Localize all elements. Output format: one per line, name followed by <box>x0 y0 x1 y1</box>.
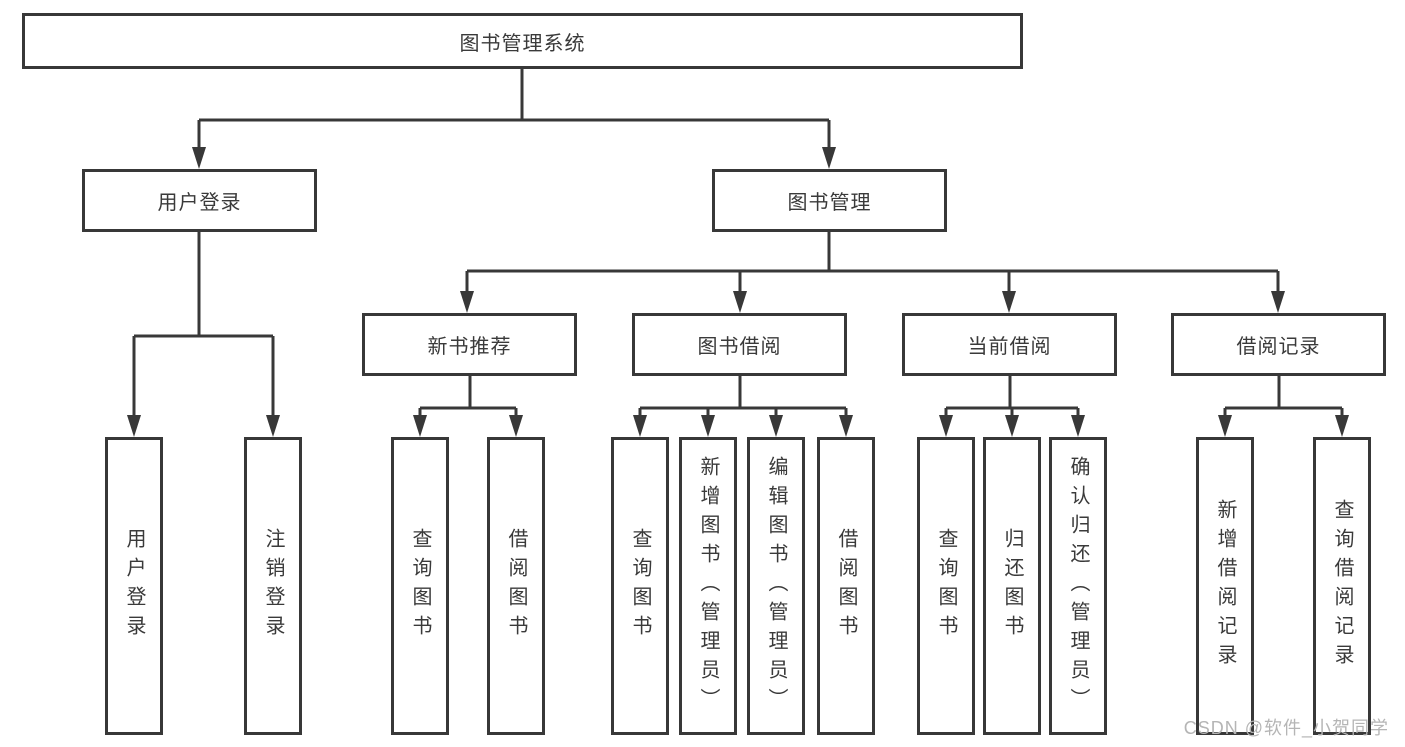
csdn-watermark: CSDN @软件_小贺同学 <box>1183 718 1389 738</box>
arrow-down-icon <box>1005 415 1019 437</box>
node-current-borrow: 当前借阅 <box>902 313 1117 376</box>
leaf-add-books-admin: 新增图书（管理员） <box>679 437 737 735</box>
arrow-down-icon <box>127 415 141 437</box>
arrow-down-icon <box>509 415 523 437</box>
arrow-down-icon <box>1335 415 1349 437</box>
node-label: 查询图书 <box>629 528 651 644</box>
arrow-down-icon <box>839 415 853 437</box>
arrow-down-icon <box>413 415 427 437</box>
node-label: 查询图书 <box>935 528 957 644</box>
node-label: 新增图书（管理员） <box>697 455 719 717</box>
leaf-logout: 注销登录 <box>244 437 302 735</box>
node-label: 借阅图书 <box>835 528 857 644</box>
node-label: 查询借阅记录 <box>1331 499 1353 673</box>
arrow-down-icon <box>1271 291 1285 313</box>
arrow-down-icon <box>1071 415 1085 437</box>
arrow-down-icon <box>733 291 747 313</box>
node-borrow-records: 借阅记录 <box>1171 313 1386 376</box>
node-book-management-module: 图书管理 <box>712 169 947 232</box>
arrow-down-icon <box>192 147 206 169</box>
leaf-query-books: 查询图书 <box>611 437 669 735</box>
node-label: 查询图书 <box>409 528 431 644</box>
leaf-query-borrow-record: 查询借阅记录 <box>1313 437 1371 735</box>
node-label: 注销登录 <box>262 528 284 644</box>
arrow-down-icon <box>1002 291 1016 313</box>
node-label: 新增借阅记录 <box>1214 499 1236 673</box>
arrow-down-icon <box>460 291 474 313</box>
node-label: 图书管理系统 <box>459 32 586 55</box>
leaf-confirm-return-admin: 确认归还（管理员） <box>1049 437 1107 735</box>
arrow-down-icon <box>822 147 836 169</box>
arrow-down-icon <box>1218 415 1232 437</box>
node-new-book-recommend: 新书推荐 <box>362 313 577 376</box>
arrow-down-icon <box>939 415 953 437</box>
node-root: 图书管理系统 <box>22 13 1023 69</box>
leaf-edit-books-admin: 编辑图书（管理员） <box>747 437 805 735</box>
node-label: 用户登录 <box>157 192 242 214</box>
arrow-down-icon <box>633 415 647 437</box>
leaf-query-books-current: 查询图书 <box>917 437 975 735</box>
leaf-user-login: 用户登录 <box>105 437 163 735</box>
node-book-borrow: 图书借阅 <box>632 313 847 376</box>
leaf-query-books-recommend: 查询图书 <box>391 437 449 735</box>
leaf-add-borrow-record: 新增借阅记录 <box>1196 437 1254 735</box>
node-label: 用户登录 <box>123 528 145 644</box>
node-label: 归还图书 <box>1001 528 1023 644</box>
node-label: 确认归还（管理员） <box>1067 455 1089 717</box>
node-label: 图书管理 <box>787 192 872 214</box>
arrow-down-icon <box>266 415 280 437</box>
node-label: 新书推荐 <box>427 336 512 358</box>
arrow-down-icon <box>701 415 715 437</box>
node-label: 借阅记录 <box>1236 336 1321 358</box>
node-label: 借阅图书 <box>505 528 527 644</box>
leaf-return-books: 归还图书 <box>983 437 1041 735</box>
node-label: 编辑图书（管理员） <box>765 455 787 717</box>
node-label: 当前借阅 <box>967 336 1052 358</box>
arrow-down-icon <box>769 415 783 437</box>
node-label: 图书借阅 <box>697 336 782 358</box>
leaf-borrow-books: 借阅图书 <box>817 437 875 735</box>
leaf-borrow-books-recommend: 借阅图书 <box>487 437 545 735</box>
node-user-login-module: 用户登录 <box>82 169 317 232</box>
